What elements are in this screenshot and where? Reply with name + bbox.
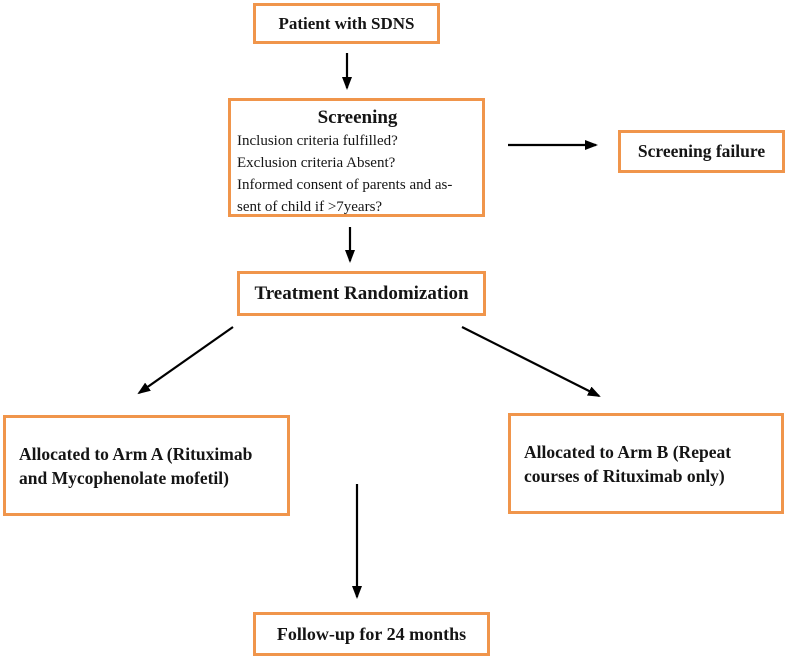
arrow-randomization-to-arm-a (137, 326, 234, 395)
node-screening-failure: Screening failure (618, 130, 785, 173)
screening-criteria-line: Exclusion criteria Absent? (237, 155, 396, 171)
node-followup-label: Follow-up for 24 months (276, 623, 467, 644)
screening-criteria-line: sent of child if >7years? (237, 199, 383, 215)
screening-criteria-line: Informed consent of parents and as- (237, 177, 453, 193)
node-arm-a: Allocated to Arm A (Rituximab and Mycoph… (3, 415, 290, 516)
node-patient: Patient with SDNS (253, 3, 440, 44)
node-randomization: Treatment Randomization (237, 271, 486, 316)
node-screening-title: Screening (317, 107, 398, 128)
node-arm-a-label: Allocated to Arm A (Rituximab and Mycoph… (19, 443, 253, 488)
node-screening-failure-label: Screening failure (637, 141, 766, 161)
node-patient-label: Patient with SDNS (278, 13, 415, 33)
arrow-randomization-to-arm-b (461, 326, 601, 397)
node-followup: Follow-up for 24 months (253, 612, 490, 656)
node-randomization-label: Treatment Randomization (254, 282, 469, 304)
node-arm-b: Allocated to Arm B (Repeat courses of Ri… (508, 413, 784, 514)
node-screening: Screening Inclusion criteria fulfilled? … (228, 98, 485, 217)
node-arm-b-label: Allocated to Arm B (Repeat courses of Ri… (524, 441, 732, 486)
screening-criteria-line: Inclusion criteria fulfilled? (237, 133, 398, 149)
